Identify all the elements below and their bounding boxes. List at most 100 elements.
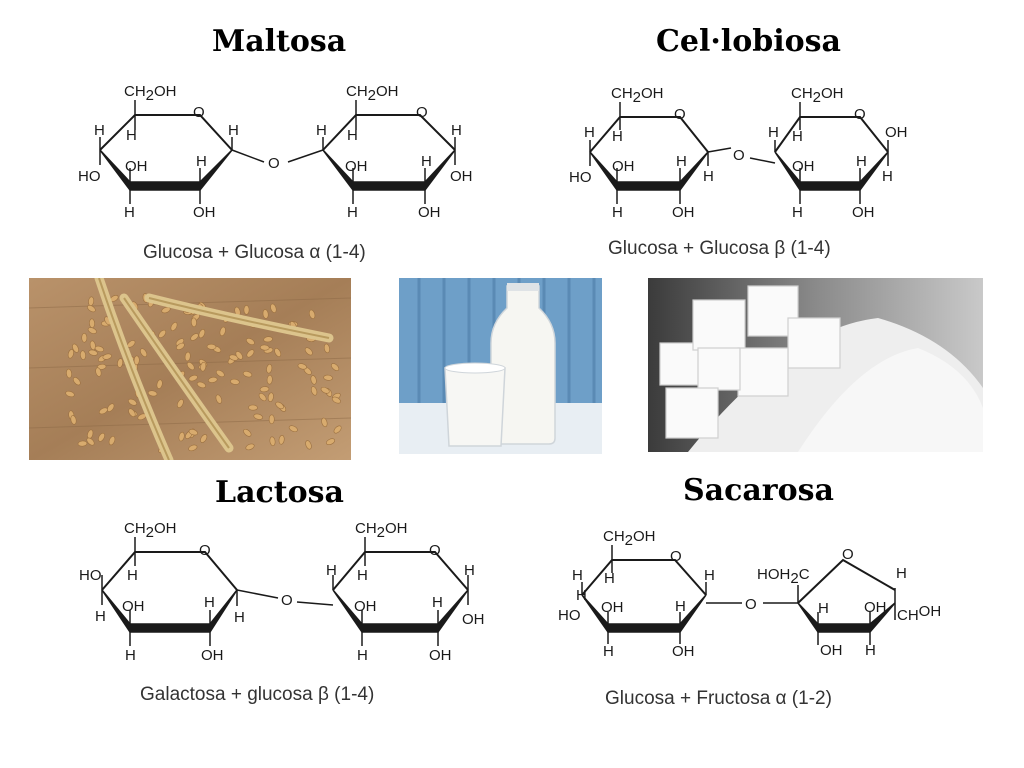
wheat-grain xyxy=(206,343,217,350)
wheat-grain xyxy=(259,386,270,393)
wheat-grain xyxy=(253,413,263,420)
wheat-grain xyxy=(98,432,105,442)
wheat-grain xyxy=(278,435,285,445)
wheat-grain xyxy=(208,376,218,383)
lactose-title: Lactosa xyxy=(215,475,344,510)
wheat-grain xyxy=(245,443,255,451)
wheat-grain xyxy=(161,306,171,314)
maltose-u2-ch2oh: CH2OH xyxy=(346,83,399,104)
wheat-grain xyxy=(268,414,275,425)
maltose-caption: Glucosa + Glucosa α (1-4) xyxy=(143,242,366,263)
maltose-u2-h-c1: H xyxy=(451,122,462,139)
cellobiose-u2-ch2oh: CH2OH xyxy=(791,85,844,106)
wheat-grain xyxy=(310,375,317,385)
wheat-grain xyxy=(246,337,255,346)
maltose-u1-ring-oxygen: O xyxy=(193,104,205,121)
cellobiose-u2-ring-oxygen: O xyxy=(854,106,866,123)
wheat-grain xyxy=(323,343,330,354)
lactose-u2-h-c4: H xyxy=(326,562,337,579)
wheat-grain xyxy=(147,390,158,397)
wheat-grain xyxy=(107,403,115,412)
sucrose-glc-h-c1: H xyxy=(704,567,715,584)
maltose-u1-oh-c2: OH xyxy=(193,204,216,221)
sucrose-glucose-ring xyxy=(581,545,707,644)
sucrose-glc-ch2oh: CH2OH xyxy=(603,528,656,549)
cellobiose-u1-ch2oh: CH2OH xyxy=(611,85,664,106)
cellobiose-u1-ring-oxygen: O xyxy=(674,106,686,123)
wheat-grain xyxy=(117,358,124,368)
wheat-grain xyxy=(86,437,95,446)
wheat-grain xyxy=(133,355,140,366)
sucrose-fru-oh-c3: OH xyxy=(820,642,843,659)
sucrose-fru-oh-c4: OH xyxy=(864,599,887,616)
wheat-grain xyxy=(176,342,185,350)
cellobiose-u1-h-c4-up: H xyxy=(584,124,595,141)
wheat-grain xyxy=(262,309,269,319)
wheat-grain xyxy=(243,428,252,437)
cellobiose-link-oxygen: O xyxy=(733,147,745,164)
cellobiose-u1-h-c5: H xyxy=(612,128,623,145)
maltose-u2-oh-c2: OH xyxy=(418,204,441,221)
maltose-link-oxygen: O xyxy=(268,155,280,172)
maltose-u2-oh-c1: OH xyxy=(450,168,473,185)
milk-photo xyxy=(399,278,602,454)
wheat-grain xyxy=(66,368,72,379)
wheat-grain xyxy=(215,369,225,378)
cellobiose-unit-2-ring xyxy=(774,102,889,204)
lactose-u2-oh-c3: OH xyxy=(354,598,377,615)
wheat-grain xyxy=(320,386,330,394)
wheat-grain xyxy=(246,349,255,358)
sucrose-fru-h-c3: H xyxy=(818,600,829,617)
wheat-grain xyxy=(308,309,316,319)
sucrose-glc-ho-c4: HO xyxy=(558,607,581,624)
wheat-grain xyxy=(80,350,86,360)
cellobiose-title: Cel·lobiosa xyxy=(656,24,841,59)
wheat-grain xyxy=(188,374,198,382)
maltose-u1-ch2oh: CH2OH xyxy=(124,83,177,104)
cellobiose-u1-h-c2: H xyxy=(676,153,687,170)
wheat-grain xyxy=(188,444,198,452)
lactose-u1-oh-c3: OH xyxy=(122,598,145,615)
wheat-grain xyxy=(321,417,328,428)
wheat-grain xyxy=(178,431,185,442)
wheat-grain xyxy=(258,393,267,402)
sucrose-link-oxygen: O xyxy=(745,596,757,613)
maltose-u1-h-c5: H xyxy=(126,127,137,144)
wheat-grain xyxy=(275,401,284,410)
wheat-grain xyxy=(274,348,282,357)
sucrose-caption: Glucosa + Fructosa α (1-2) xyxy=(605,688,832,709)
sucrose-glc-h-c2: H xyxy=(675,598,686,615)
cellobiose-u2-oh-c3: OH xyxy=(792,158,815,175)
wheat-grain xyxy=(98,407,108,415)
cellobiose-u2-h-c2: H xyxy=(856,153,867,170)
maltose-u2-ring-oxygen: O xyxy=(416,104,428,121)
wheat-grain xyxy=(215,394,222,404)
maltose-u2-h-c3: H xyxy=(347,204,358,221)
sucrose-glc-h-c5: H xyxy=(604,570,615,587)
cellobiose-unit-1-ring xyxy=(589,102,709,204)
wheat-grain xyxy=(87,327,97,334)
lactose-u2-ring-oxygen: O xyxy=(429,542,441,559)
wheat-grain xyxy=(77,440,88,447)
wheat-grain xyxy=(140,348,148,358)
wheat-grain xyxy=(230,378,240,385)
cellobiose-u2-h-c5: H xyxy=(792,128,803,145)
wheat-grain xyxy=(188,429,198,436)
milk-bottle-glass-image xyxy=(399,278,602,454)
wheat-grain xyxy=(158,329,167,338)
cellobiose-u2-oh-c1: OH xyxy=(885,124,908,141)
lactose-caption: Galactosa + glucosa β (1-4) xyxy=(140,684,375,705)
maltose-title: Maltosa xyxy=(212,24,347,59)
cellobiose-u1-oh-c2: OH xyxy=(672,204,695,221)
sucrose-fru-hoh2c: HOH2C xyxy=(757,566,810,587)
wheat-grain xyxy=(235,351,243,360)
lactose-u2-h-c3: H xyxy=(357,647,368,664)
lactose-u2-ch2oh: CH2OH xyxy=(355,520,408,541)
cellobiose-u2-h-c4: H xyxy=(768,124,779,141)
wheat-grain xyxy=(288,425,298,433)
maltose-u1-h-c4-up: H xyxy=(94,122,105,139)
lactose-u1-h-c4: H xyxy=(95,608,106,625)
wheat-grain xyxy=(259,344,270,351)
